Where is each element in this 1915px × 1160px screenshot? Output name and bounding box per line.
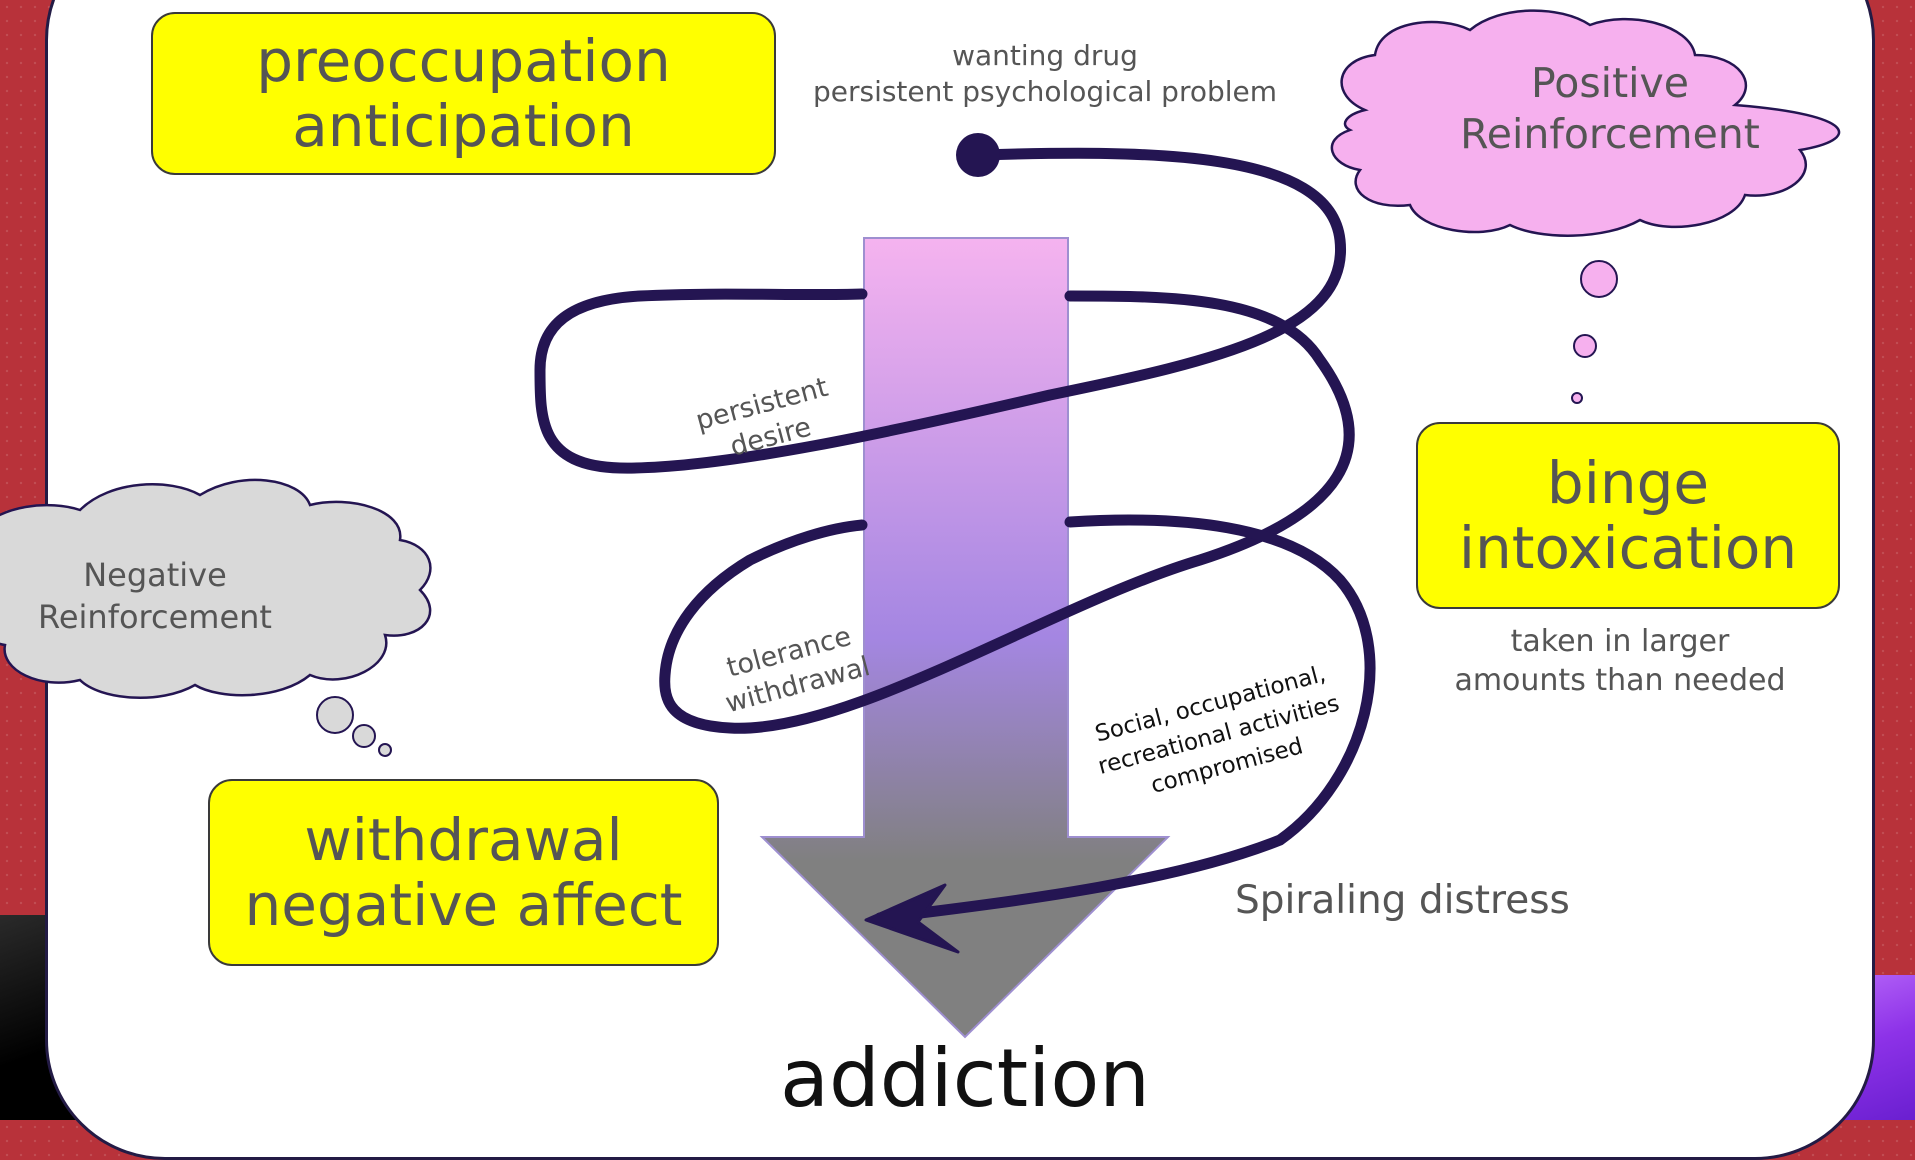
positive-thought-bubble-small (1571, 392, 1583, 404)
spiral-segment-top (534, 147, 1346, 474)
diagram-canvas: persistent desire tolerance withdrawal S… (0, 9, 1841, 1039)
negative-reinforcement-line2: Reinforcement (38, 597, 272, 636)
spiral-segment-middle (659, 290, 1355, 734)
spiral-segment-bottom (874, 514, 1376, 924)
note-taken-line2: amounts than needed (1454, 663, 1786, 698)
stage-preoccupation-line1: preoccupation (256, 26, 671, 95)
stage-preoccupation-line2: anticipation (292, 91, 635, 160)
spiral-arrowhead-icon (864, 883, 960, 954)
addiction-label: addiction (779, 1032, 1151, 1125)
note-spiraling-distress: Spiraling distress (1235, 878, 1570, 923)
stage-withdrawal-line2: negative affect (244, 870, 683, 939)
negative-reinforcement-label: Negative Reinforcement (10, 555, 300, 638)
note-wanting-drug: wanting drug persistent psychological pr… (790, 38, 1300, 111)
negative-thought-bubble-medium (352, 724, 376, 748)
note-taken-line1: taken in larger (1510, 624, 1730, 659)
spiral-start-dot (956, 133, 1000, 177)
stage-box-preoccupation: preoccupation anticipation (151, 12, 776, 175)
stage-withdrawal-line1: withdrawal (304, 805, 623, 874)
positive-reinforcement-line1: Positive (1530, 59, 1690, 107)
note-taken-larger: taken in larger amounts than needed (1420, 622, 1820, 700)
positive-reinforcement-cloud (1330, 9, 1841, 237)
positive-thought-bubble-large (1580, 260, 1618, 298)
stage-binge-line1: binge (1546, 448, 1710, 517)
note-wanting-line1: wanting drug (952, 39, 1138, 72)
label-social-compromised: Social, occupational, recreational activ… (1092, 661, 1342, 799)
negative-thought-bubble-small (378, 743, 392, 757)
negative-reinforcement-cloud (0, 478, 432, 699)
spiral (534, 147, 1376, 924)
stage-box-withdrawal: withdrawal negative affect (208, 779, 719, 966)
note-wanting-line2: persistent psychological problem (812, 75, 1278, 109)
negative-reinforcement-line1: Negative (83, 556, 227, 594)
negative-thought-bubble-large (316, 696, 354, 734)
positive-reinforcement-line2: Reinforcement (1460, 110, 1760, 159)
positive-reinforcement-label: Positive Reinforcement (1440, 58, 1780, 161)
addiction-down-arrow (759, 237, 1171, 1039)
positive-thought-bubble-medium (1573, 334, 1597, 358)
stage-box-binge: binge intoxication (1416, 422, 1840, 609)
stage-binge-line2: intoxication (1458, 513, 1798, 582)
